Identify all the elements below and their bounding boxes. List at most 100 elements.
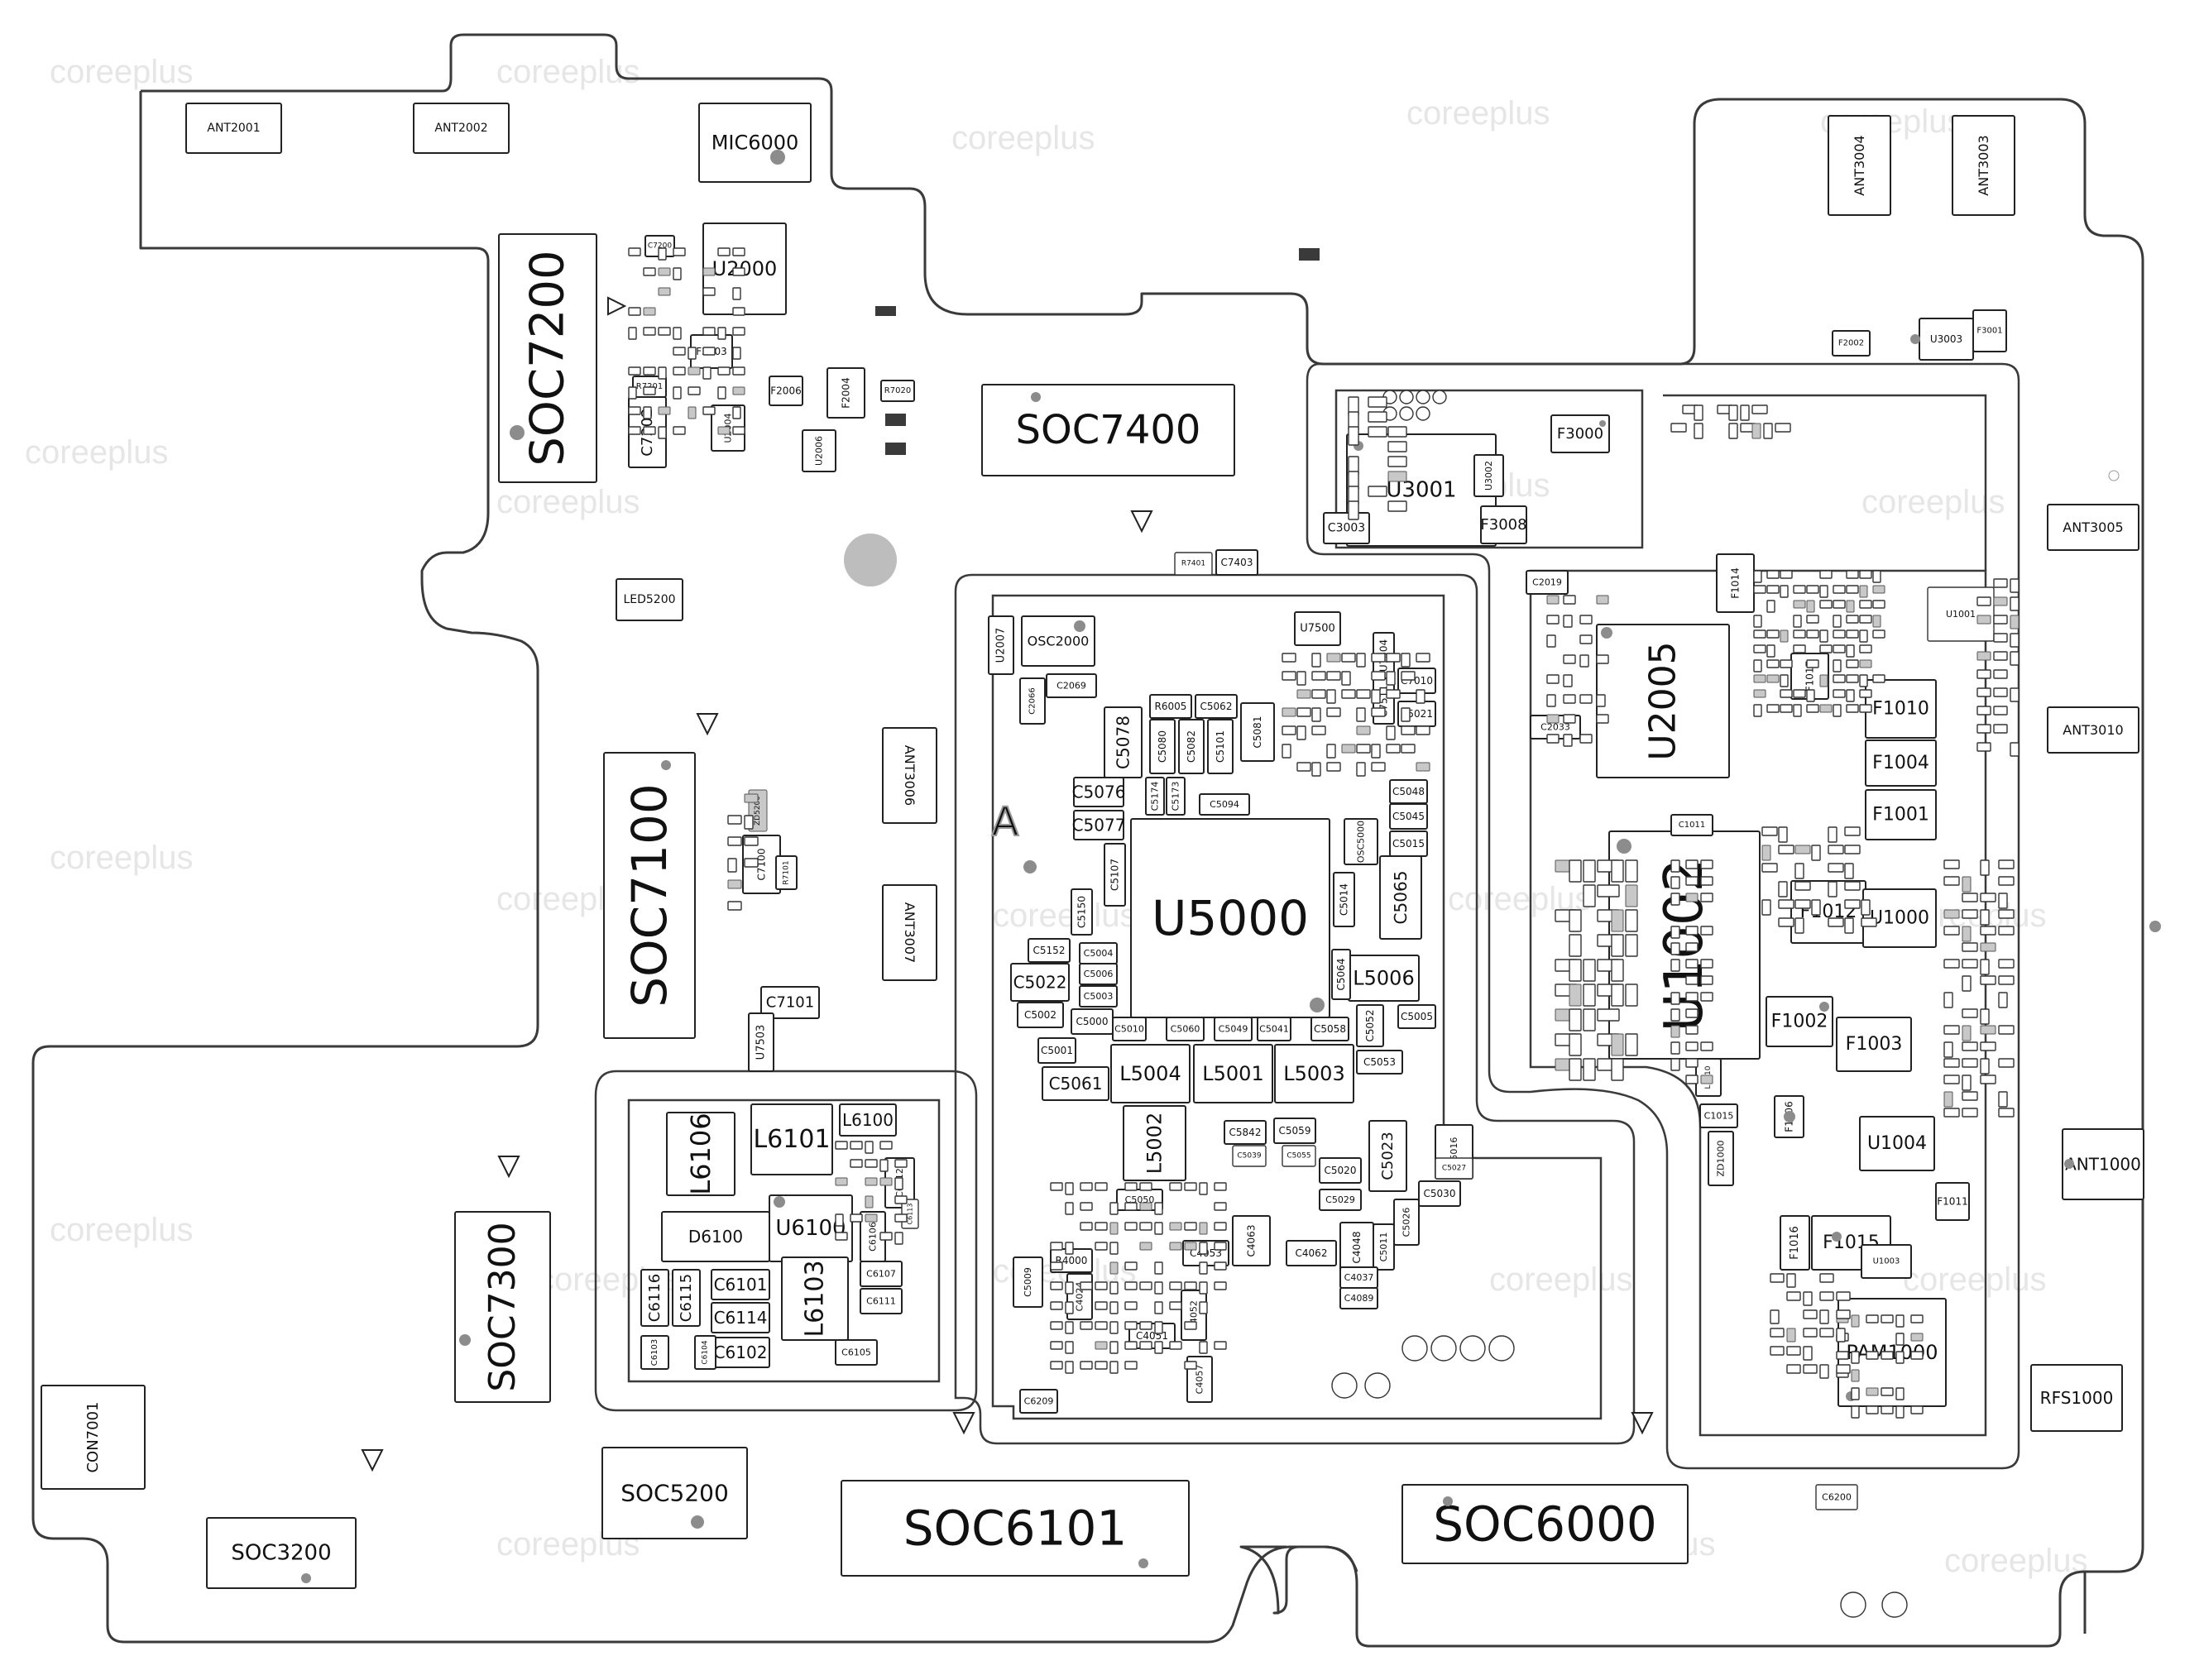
passive-component bbox=[1416, 653, 1430, 663]
passive-component bbox=[688, 386, 701, 395]
component-f1003: F1003 bbox=[1836, 1017, 1912, 1072]
passive-component bbox=[1786, 1364, 1801, 1374]
watermark-text: coreeplus bbox=[951, 120, 1095, 156]
passive-component bbox=[1625, 884, 1638, 907]
passive-component bbox=[1569, 934, 1582, 957]
component-label: R7101 bbox=[783, 860, 791, 884]
passive-component bbox=[1670, 1041, 1680, 1055]
component-label: LED5200 bbox=[623, 593, 675, 606]
passive-component bbox=[1095, 1361, 1108, 1370]
component-label: C4051 bbox=[1136, 1330, 1168, 1342]
component-f3000: F3000 bbox=[1550, 414, 1610, 453]
passive-component bbox=[1670, 926, 1680, 939]
passive-component bbox=[1080, 1281, 1093, 1290]
passive-component bbox=[732, 386, 745, 395]
component-c5059: C5059 bbox=[1273, 1118, 1316, 1144]
pin1-marker bbox=[1617, 839, 1631, 854]
passive-component bbox=[1050, 1182, 1063, 1191]
passive-component bbox=[1819, 585, 1828, 598]
component-c4089: C4089 bbox=[1339, 1287, 1378, 1309]
passive-component bbox=[1214, 1182, 1227, 1191]
passive-component bbox=[1139, 1222, 1152, 1231]
passive-component bbox=[1976, 596, 1991, 606]
passive-component bbox=[1846, 689, 1855, 702]
passive-component bbox=[702, 287, 716, 296]
passive-component bbox=[628, 247, 641, 256]
passive-component bbox=[1740, 404, 1750, 421]
test-pad bbox=[1416, 390, 1430, 404]
passive-component bbox=[1943, 926, 1960, 936]
passive-component bbox=[1786, 1273, 1796, 1288]
passive-component bbox=[1356, 653, 1366, 668]
passive-component bbox=[1124, 1301, 1138, 1310]
passive-component bbox=[1753, 659, 1762, 672]
passive-component bbox=[658, 327, 671, 336]
component-c5055: C5055 bbox=[1282, 1145, 1316, 1167]
component-c5094: C5094 bbox=[1199, 793, 1250, 816]
component-label: C2033 bbox=[1540, 722, 1570, 733]
passive-component bbox=[1833, 674, 1846, 683]
passive-component bbox=[1368, 396, 1387, 408]
passive-component bbox=[1341, 689, 1356, 699]
passive-component bbox=[1095, 1182, 1108, 1191]
component-c5020: C5020 bbox=[1319, 1157, 1362, 1184]
component-label: C5049 bbox=[1219, 1024, 1248, 1035]
passive-component bbox=[1184, 1281, 1197, 1290]
passive-component bbox=[2010, 615, 2020, 629]
passive-component bbox=[1778, 899, 1794, 909]
passive-component bbox=[1700, 992, 1713, 1002]
passive-component bbox=[1670, 942, 1680, 955]
passive-component bbox=[1065, 1242, 1074, 1255]
component-l5001: L5001 bbox=[1193, 1044, 1273, 1103]
component-label: C5094 bbox=[1210, 799, 1239, 810]
passive-component bbox=[1794, 917, 1804, 934]
passive-component bbox=[1169, 1281, 1182, 1290]
passive-component bbox=[894, 1177, 903, 1190]
component-label: U1001 bbox=[1946, 609, 1976, 620]
passive-component bbox=[1065, 1281, 1074, 1295]
passive-component bbox=[1214, 1202, 1227, 1211]
component-label: F2006 bbox=[770, 385, 801, 397]
passive-component bbox=[1859, 689, 1872, 698]
component-c6116: C6116 bbox=[640, 1269, 669, 1327]
passive-component bbox=[1311, 707, 1321, 722]
test-pad bbox=[1488, 1335, 1515, 1362]
passive-component bbox=[879, 1159, 889, 1172]
passive-component bbox=[1282, 707, 1296, 717]
passive-component bbox=[1583, 1058, 1596, 1081]
passive-component bbox=[1597, 884, 1620, 897]
passive-component bbox=[1806, 615, 1819, 624]
passive-component bbox=[1962, 926, 1972, 942]
pin1-marker bbox=[1074, 620, 1085, 632]
passive-component bbox=[1579, 734, 1593, 744]
component-label: C5014 bbox=[1339, 883, 1350, 916]
test-pad bbox=[1432, 390, 1447, 404]
passive-component bbox=[1794, 845, 1811, 854]
passive-component bbox=[1109, 1361, 1119, 1374]
passive-component bbox=[1326, 671, 1341, 681]
component-label: C5020 bbox=[1325, 1165, 1357, 1176]
passive-component bbox=[1803, 1309, 1818, 1319]
passive-component bbox=[1139, 1281, 1152, 1290]
component-l6103: L6103 bbox=[781, 1256, 849, 1341]
passive-component bbox=[1416, 762, 1430, 772]
passive-component bbox=[1563, 674, 1573, 687]
component-c5076: C5076 bbox=[1072, 777, 1125, 807]
passive-component bbox=[1786, 1346, 1801, 1356]
test-pad bbox=[1881, 1591, 1908, 1618]
component-label: L6101 bbox=[753, 1125, 830, 1154]
passive-component bbox=[643, 406, 652, 419]
passive-component bbox=[1685, 1008, 1699, 1018]
passive-component bbox=[835, 1232, 848, 1241]
passive-component bbox=[1751, 423, 1761, 439]
passive-component bbox=[1546, 714, 1560, 724]
passive-component bbox=[1828, 881, 1837, 897]
component-c6102: C6102 bbox=[711, 1337, 770, 1368]
passive-component bbox=[1065, 1361, 1074, 1374]
passive-component bbox=[1386, 689, 1401, 699]
component-label: C5055 bbox=[1286, 1152, 1310, 1161]
passive-component bbox=[1766, 704, 1780, 713]
passive-component bbox=[1583, 884, 1596, 907]
component-l6106: L6106 bbox=[666, 1112, 735, 1196]
component-c6103: C6103 bbox=[640, 1335, 669, 1370]
